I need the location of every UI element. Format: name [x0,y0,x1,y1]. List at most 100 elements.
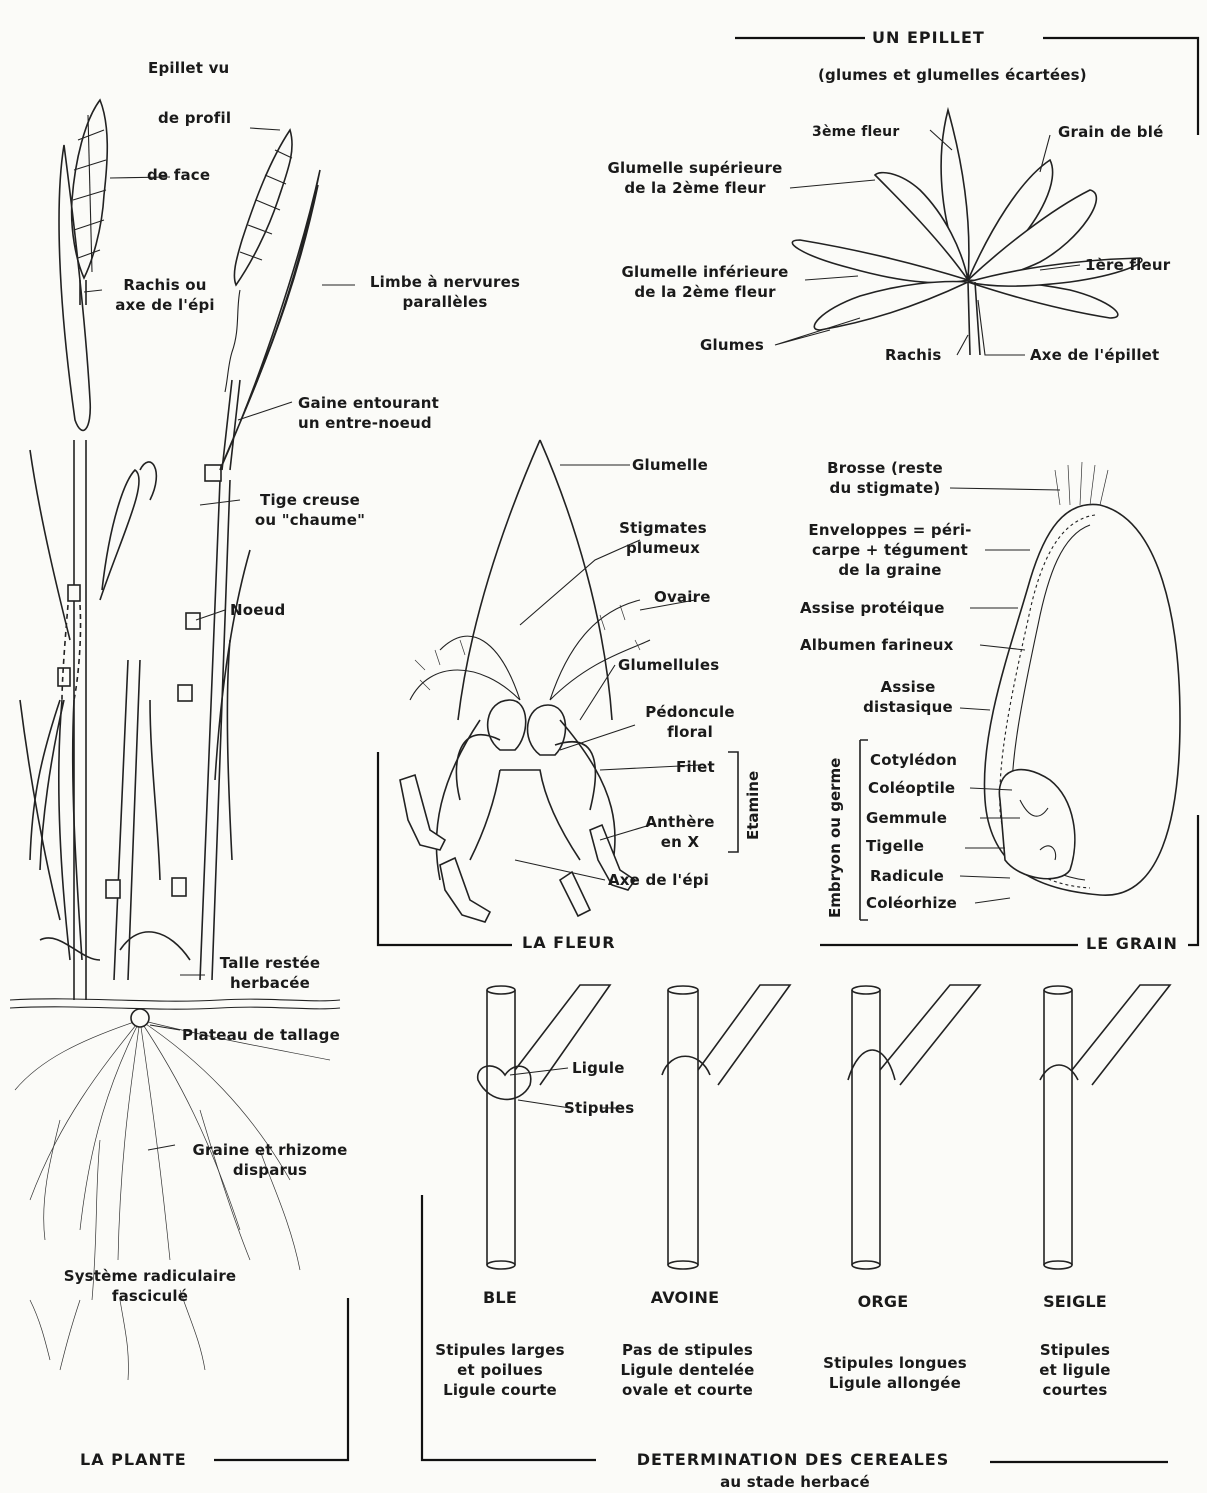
label-cotyledon: Cotylédon [870,750,957,770]
label-noeud: Noeud [230,600,285,620]
label-etamine: Etamine [744,771,762,840]
cereal-desc-avoine-line3: ovale et courte [600,1380,775,1400]
stem-ble [478,985,610,1269]
cereal-desc-orge-line2: Ligule allongée [800,1373,990,1393]
title-determination: DETERMINATION DES CEREALES [598,1450,988,1470]
label-brosse-line1: Brosse (reste [800,458,970,478]
cereal-desc-avoine-line2: Ligule dentelée [600,1360,775,1380]
label-glumelle-inf-line1: Glumelle inférieure [600,262,810,282]
label-axe-epillet: Axe de l'épillet [1030,345,1159,365]
label-systeme: Système radiculaire fasciculé [30,1266,270,1306]
label-plateau: Plateau de tallage [182,1025,340,1045]
label-ovaire: Ovaire [654,587,711,607]
label-rachis-line2: axe de l'épi [100,295,230,315]
title-la-fleur: LA FLEUR [522,933,616,953]
cereal-name-orge: ORGE [828,1292,938,1312]
grain-drawing [984,462,1180,895]
cereal-name-seigle: SEIGLE [1020,1292,1130,1312]
spikelet-drawing [792,110,1142,355]
title-la-plante: LA PLANTE [80,1450,187,1470]
label-rachis: Rachis ou axe de l'épi [100,275,230,315]
label-enveloppes-line1: Enveloppes = péri- [790,520,990,540]
label-coleoptile: Coléoptile [868,778,955,798]
label-limbe-line1: Limbe à nervures [350,272,540,292]
label-talle-line2: herbacée [205,973,335,993]
label-anthere-line2: en X [640,832,720,852]
label-glumelle-sup-line1: Glumelle supérieure [590,158,800,178]
label-enveloppes: Enveloppes = péri- carpe + tégument de l… [790,520,990,580]
label-filet: Filet [676,757,715,777]
cereal-desc-ble-line3: Ligule courte [420,1380,580,1400]
label-glumelle: Glumelle [632,455,708,475]
etamine-bracket [728,752,738,852]
cereal-desc-ble-line2: et poilues [420,1360,580,1380]
cereal-desc-ble-line1: Stipules larges [420,1340,580,1360]
label-glumelle-inf-line2: de la 2ème fleur [600,282,810,302]
label-rachis-epillet: Rachis [885,345,942,365]
stem-seigle [1040,985,1170,1269]
label-systeme-line1: Système radiculaire [30,1266,270,1286]
label-graine-line1: Graine et rhizome [170,1140,370,1160]
determination-subtitle: au stade herbacé [640,1472,950,1492]
label-anthere-line1: Anthère [640,812,720,832]
label-glumelle-sup-line2: de la 2ème fleur [590,178,800,198]
cereal-desc-seigle-line3: courtes [1020,1380,1130,1400]
cereal-desc-seigle-line1: Stipules [1020,1340,1130,1360]
label-3eme-fleur: 3ème fleur [812,122,899,142]
stem-orge [848,985,980,1269]
cereal-desc-avoine-line1: Pas de stipules [600,1340,775,1360]
cereal-desc-orge-line1: Stipules longues [800,1353,990,1373]
label-radicule: Radicule [870,866,944,886]
label-pedoncule-line1: Pédoncule [630,702,750,722]
label-assise-proteique: Assise protéique [800,598,945,618]
label-enveloppes-line2: carpe + tégument [790,540,990,560]
label-coleorhize: Coléorhize [866,893,957,913]
label-graine-rhizome: Graine et rhizome disparus [170,1140,370,1180]
label-graine-line2: disparus [170,1160,370,1180]
label-gaine-line1: Gaine entourant [298,393,439,413]
label-glumellules: Glumellules [618,655,719,675]
label-albumen: Albumen farineux [800,635,953,655]
label-embryon: Embryon ou germe [826,758,844,918]
title-le-grain: LE GRAIN [1086,934,1178,954]
label-talle-line1: Talle restée [205,953,335,973]
label-glumelle-inf: Glumelle inférieure de la 2ème fleur [600,262,810,302]
cereal-desc-ble: Stipules larges et poilues Ligule courte [420,1340,580,1400]
title-un-epillet: UN EPILLET [872,28,985,48]
label-stigmates-line2: plumeux [608,538,718,558]
label-ligule: Ligule [572,1058,625,1078]
cereal-desc-orge: Stipules longues Ligule allongée [800,1353,990,1393]
label-brosse-line2: du stigmate) [800,478,970,498]
label-tige: Tige creuse ou "chaume" [240,490,380,530]
label-pedoncule: Pédoncule floral [630,702,750,742]
label-limbe: Limbe à nervures parallèles [350,272,540,312]
epillet-subtitle: (glumes et glumelles écartées) [818,65,1087,85]
label-tigelle: Tigelle [866,836,924,856]
label-1ere-fleur: 1ère fleur [1085,255,1170,275]
label-gemmule: Gemmule [866,808,947,828]
label-axe-epi: Axe de l'épi [608,870,709,890]
ear-profile [225,130,292,392]
label-gaine: Gaine entourant un entre-noeud [298,393,439,433]
label-glumelle-sup: Glumelle supérieure de la 2ème fleur [590,158,800,198]
cereal-desc-seigle-line2: et ligule [1020,1360,1130,1380]
label-stigmates-line1: Stigmates [608,518,718,538]
cereal-desc-avoine: Pas de stipules Ligule dentelée ovale et… [600,1340,775,1400]
label-de-face: de face [147,165,210,185]
cereal-name-ble: BLE [445,1288,555,1308]
label-tige-line2: ou "chaume" [240,510,380,530]
label-brosse: Brosse (reste du stigmate) [800,458,970,498]
label-pedoncule-line2: floral [630,722,750,742]
label-grain-de-ble: Grain de blé [1058,122,1163,142]
label-stipules: Stipules [564,1098,634,1118]
label-anthere: Anthère en X [640,812,720,852]
label-rachis-line1: Rachis ou [100,275,230,295]
roots [15,1020,330,1380]
stem-avoine [662,985,790,1269]
label-gaine-line2: un entre-noeud [298,413,439,433]
label-assise-distasique-line1: Assise [858,677,958,697]
label-limbe-line2: parallèles [350,292,540,312]
label-systeme-line2: fasciculé [30,1286,270,1306]
cereals-drawing [478,985,1170,1269]
label-glumes: Glumes [700,335,764,355]
